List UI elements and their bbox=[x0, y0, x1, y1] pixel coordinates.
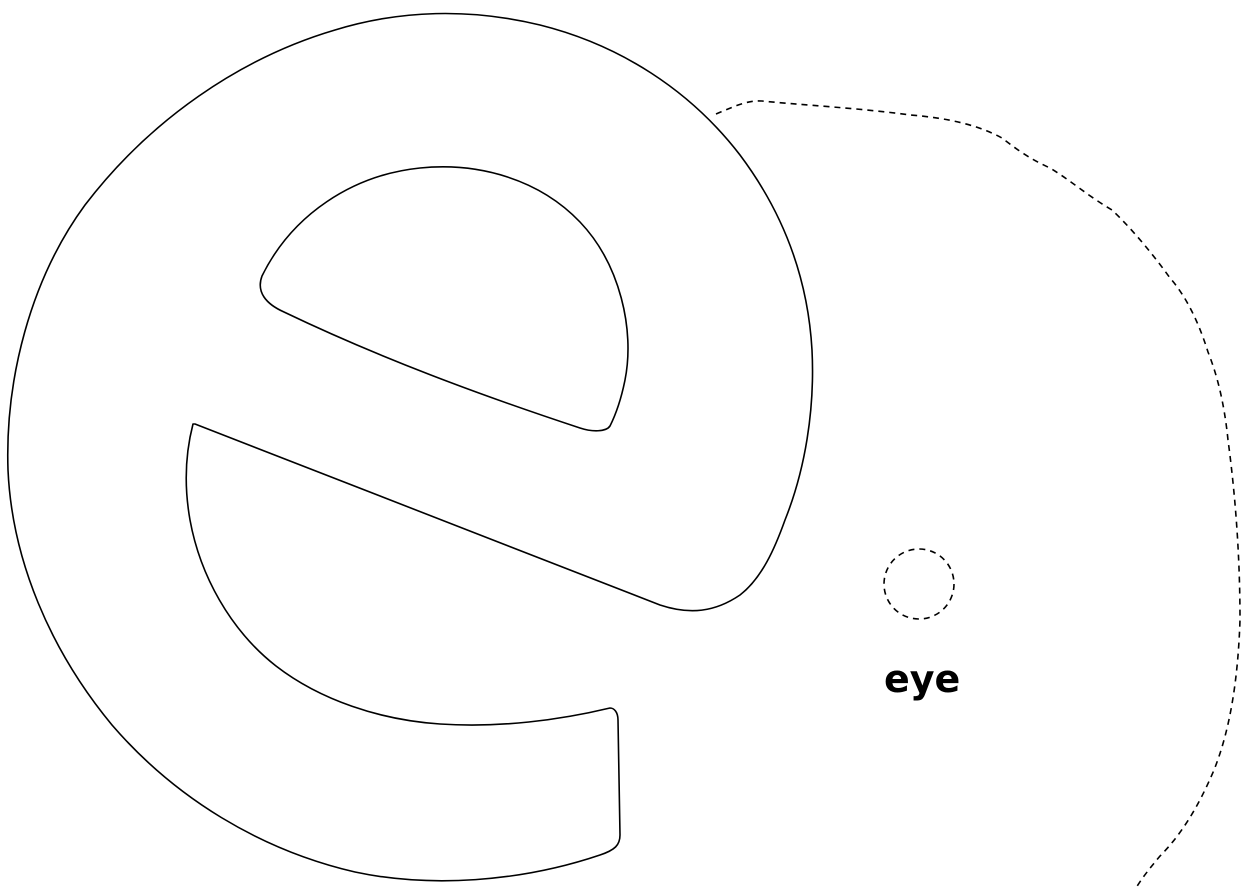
eye-dashed-circle bbox=[884, 549, 954, 619]
eye-label: eye bbox=[884, 660, 960, 698]
letter-e-outline bbox=[8, 14, 813, 881]
